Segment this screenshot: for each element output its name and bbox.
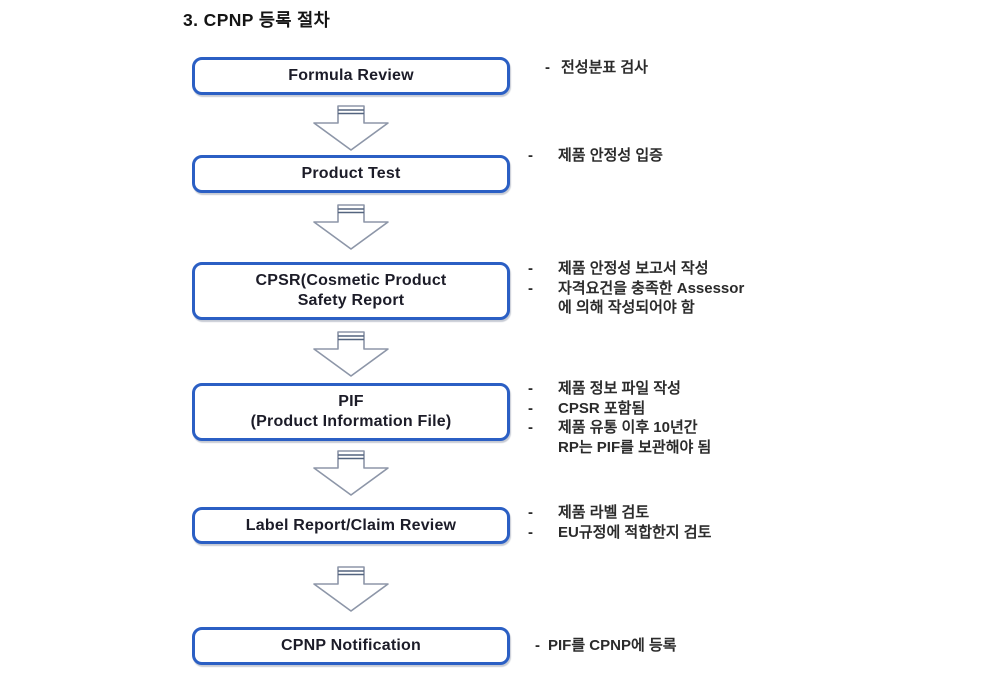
note-line: - 전성분표 검사 (545, 58, 648, 78)
step-label: PIF (338, 393, 364, 410)
note-bullet: - (528, 419, 533, 436)
note-bullet: - (528, 260, 533, 277)
note-line: 에 의해 작성되어야 함 (528, 298, 744, 318)
note-text: 자격요건을 충족한 Assessor (558, 279, 745, 297)
down-arrow-icon (313, 566, 389, 612)
step-notes-cpnp-notification: - PIF를 CPNP에 등록 (535, 636, 677, 656)
step-label: CPSR(Cosmetic Product (255, 272, 447, 289)
note-bullet: - (528, 147, 533, 164)
note-bullet (528, 438, 558, 458)
note-text: 제품 안정성 보고서 작성 (558, 260, 709, 277)
step-box-label-claim-review: Label Report/Claim Review (192, 507, 510, 544)
step-label: Formula Review (288, 67, 414, 84)
down-arrow-icon (313, 105, 389, 151)
note-bullet: - (535, 637, 540, 654)
note-bullet: - (528, 279, 533, 297)
step-label: CPNP Notification (280, 637, 421, 654)
note-text: 제품 안정성 입증 (558, 147, 663, 164)
note-text: 제품 라벨 검토 (558, 504, 650, 521)
note-bullet: - (528, 504, 533, 521)
step-box-pif: PIF (Product Information File) (192, 383, 510, 441)
note-line: - 제품 안정성 입증 (528, 146, 663, 166)
note-text: 제품 유통 이후 10년간 (558, 419, 698, 436)
note-line: - PIF를 CPNP에 등록 (535, 636, 677, 656)
step-box-cpsr: CPSR(Cosmetic Product Safety Report (192, 262, 510, 320)
step-label: Label Report/Claim Review (245, 516, 457, 534)
note-bullet: - (528, 380, 533, 397)
note-text: PIF를 CPNP에 등록 (548, 637, 677, 654)
step-box-formula-review: Formula Review (192, 57, 510, 95)
note-bullet: - (528, 523, 533, 541)
down-arrow-icon (313, 331, 389, 377)
note-line: - 자격요건을 충족한 Assessor (528, 279, 744, 299)
step-label: (Product Information File) (250, 413, 452, 430)
note-text: RP는 PIF를 보관해야 됨 (558, 438, 712, 456)
step-label: Product Test (301, 165, 401, 182)
step-notes-cpsr: - 제품 안정성 보고서 작성 - 자격요건을 충족한 Assessor 에 의… (528, 259, 744, 318)
note-bullet: - (545, 59, 550, 76)
note-line: - 제품 안정성 보고서 작성 (528, 259, 744, 279)
note-bullet (528, 298, 558, 318)
note-text: CPSR 포함됨 (558, 399, 646, 417)
down-arrow-icon (313, 204, 389, 250)
step-notes-formula-review: - 전성분표 검사 (545, 58, 648, 78)
step-label: Safety Report (297, 292, 405, 309)
note-line: - 제품 유통 이후 10년간 (528, 418, 711, 438)
note-text: 에 의해 작성되어야 함 (558, 299, 695, 316)
note-line: - CPSR 포함됨 (528, 399, 711, 419)
note-text: EU규정에 적합한지 검토 (558, 523, 712, 541)
note-line: - EU규정에 적합한지 검토 (528, 523, 711, 543)
note-bullet: - (528, 399, 533, 417)
page-title: 3. CPNP 등록 절차 (183, 10, 331, 30)
step-notes-label-claim-review: - 제품 라벨 검토 - EU규정에 적합한지 검토 (528, 503, 711, 542)
note-line: - 제품 정보 파일 작성 (528, 379, 711, 399)
step-notes-product-test: - 제품 안정성 입증 (528, 146, 663, 166)
note-text: 전성분표 검사 (561, 59, 648, 76)
note-text: 제품 정보 파일 작성 (558, 380, 681, 397)
note-line: RP는 PIF를 보관해야 됨 (528, 438, 711, 458)
step-notes-pif: - 제품 정보 파일 작성 - CPSR 포함됨 - 제품 유통 이후 10년간… (528, 379, 711, 457)
down-arrow-icon (313, 450, 389, 496)
step-box-product-test: Product Test (192, 155, 510, 193)
step-box-cpnp-notification: CPNP Notification (192, 627, 510, 665)
note-line: - 제품 라벨 검토 (528, 503, 711, 523)
